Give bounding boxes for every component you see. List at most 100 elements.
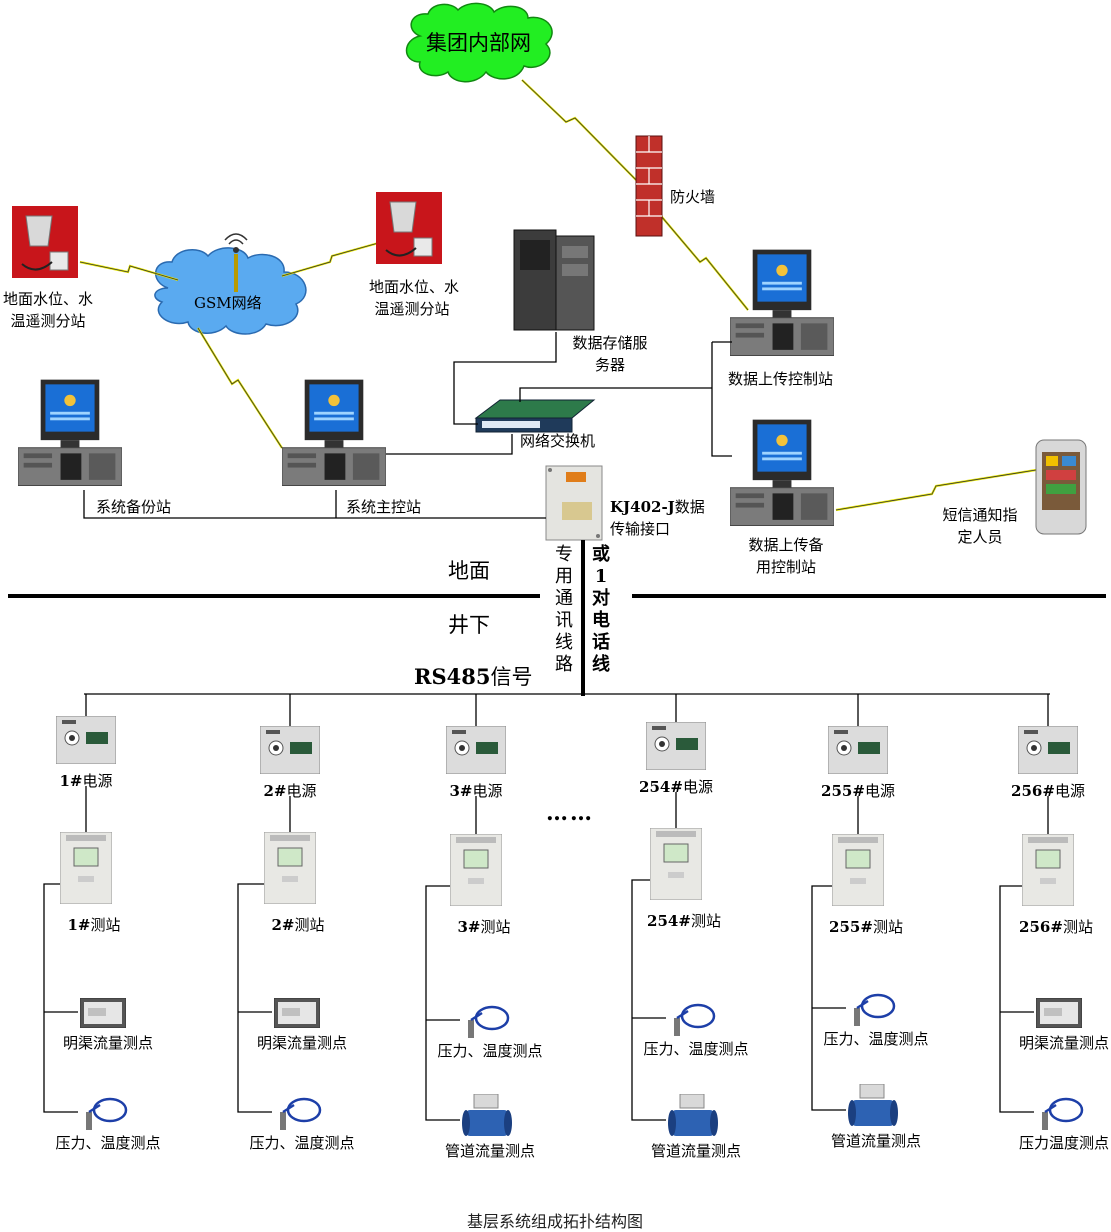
sensor-bus-256 [999, 885, 1034, 1113]
station-label-1: 1#测站 [67, 914, 120, 936]
power-supply-255-icon [828, 726, 888, 774]
storage-server-label-2: 务器 [594, 356, 626, 374]
sensor-label-255-1-text: 压力、温度测点 [823, 1030, 929, 1048]
power-label-256-num: 256# [1011, 782, 1055, 800]
backup-upload-station-icon [730, 419, 834, 527]
sensor-label-1-1: 明渠流量测点 [63, 1032, 153, 1054]
station-label-3-num: 3# [457, 918, 481, 936]
station-label-254-text: 测站 [690, 912, 721, 930]
remote-station-right-icon [376, 192, 442, 264]
network-switch-label: 网络交换机 [520, 432, 596, 450]
power-supply-2-icon [260, 726, 320, 774]
power-supply-256-icon [1018, 726, 1078, 774]
sensor-label-3-1-text: 压力、温度测点 [437, 1042, 543, 1060]
sensor-label-1-2: 压力、温度测点 [55, 1132, 160, 1154]
pipe-sensor-3-2-icon [462, 1094, 512, 1137]
power-label-3-text: 电源 [472, 782, 503, 800]
upload-station-icon [730, 249, 834, 357]
power-label-2-text: 电源 [286, 782, 317, 800]
sensor-label-256-1: 明渠流量测点 [1019, 1032, 1109, 1054]
sensor-bus-255 [811, 885, 846, 1111]
probe-sensor-1-2-icon [84, 1097, 128, 1132]
power-label-3: 3#电源 [449, 780, 502, 802]
power-label-256: 256#电源 [1011, 780, 1085, 802]
data-interface-box-icon [545, 465, 603, 541]
sensor-bus-3 [425, 885, 460, 1121]
interface-code: KJ402-J [610, 498, 675, 516]
remote-station-left-label-2: 温遥测分站 [10, 312, 86, 330]
link-cloud-firewall [521, 79, 643, 187]
underground-label: 井下 [448, 613, 490, 637]
rs485-bold: RS485 [414, 664, 491, 689]
network-switch-icon [474, 399, 596, 433]
station-label-255: 255#测站 [829, 916, 903, 938]
power-label-3-num: 3# [449, 782, 473, 800]
station-label-1-text: 测站 [90, 916, 121, 934]
station-label-256-num: 256# [1019, 918, 1063, 936]
probe-sensor-255-1-icon [852, 993, 896, 1028]
power-label-1-num: 1# [59, 772, 83, 790]
gsm-antenna-icon [224, 233, 248, 292]
power-label-256-text: 电源 [1054, 782, 1085, 800]
firewall-icon [635, 135, 663, 237]
power-label-254: 254#电源 [639, 776, 713, 798]
station-label-2: 2#测站 [271, 914, 324, 936]
sensor-label-3-1: 压力、温度测点 [437, 1040, 542, 1062]
main-station-label: 系统主控站 [346, 498, 422, 516]
sms-notify-label-1: 短信通知指 [942, 506, 1018, 524]
sensor-label-255-2: 管道流量测点 [831, 1130, 921, 1152]
measuring-station-255-icon [832, 834, 884, 906]
backup-station-label: 系统备份站 [96, 498, 172, 516]
group-network-cloud [405, 2, 553, 83]
sensor-label-2-2: 压力、温度测点 [249, 1132, 354, 1154]
group-network-label: 集团内部网 [426, 31, 531, 55]
channel-sensor-256-1-icon [1036, 998, 1082, 1028]
measuring-station-1-icon [60, 832, 112, 904]
power-label-254-text: 电源 [682, 778, 713, 796]
mobile-phone-icon [1035, 439, 1087, 535]
sensor-label-255-2-text: 管道流量测点 [830, 1132, 922, 1150]
dedicated-line-label: 专用通讯线路 [555, 544, 573, 675]
sensor-label-256-2-text: 压力温度测点 [1018, 1134, 1110, 1152]
station-label-254-num: 254# [647, 912, 691, 930]
remote-station-right-label-2: 温遥测分站 [374, 300, 450, 318]
station-label-2-text: 测站 [294, 916, 325, 934]
station-label-1-num: 1# [67, 916, 91, 934]
ground-label: 地面 [448, 559, 490, 583]
sensor-label-1-1-text: 明渠流量测点 [62, 1034, 154, 1052]
station-label-3-text: 测站 [480, 918, 511, 936]
link-firewall-upload [655, 209, 749, 311]
station-label-254: 254#测站 [647, 910, 721, 932]
channel-sensor-2-1-icon [274, 998, 320, 1028]
sensor-label-1-2-text: 压力、温度测点 [55, 1134, 161, 1152]
power-label-255-num: 255# [821, 782, 865, 800]
pipe-sensor-254-2-icon [668, 1094, 718, 1137]
main-station-icon [282, 379, 386, 487]
gsm-cloud [154, 247, 307, 335]
sensor-bus-2 [237, 883, 272, 1113]
sensor-label-256-2: 压力温度测点 [1019, 1132, 1109, 1154]
station-label-3: 3#测站 [457, 916, 510, 938]
sensor-label-256-1-text: 明渠流量测点 [1018, 1034, 1110, 1052]
power-supply-3-icon [446, 726, 506, 774]
link-gsm-main [197, 327, 283, 449]
gsm-network-label: GSM网络 [194, 294, 262, 312]
interface-suffix: 数据 [674, 498, 705, 516]
data-interface-label-1: KJ402-J数据 [610, 496, 705, 518]
power-label-1-text: 电源 [82, 772, 113, 790]
power-supply-254-icon [646, 722, 706, 770]
sensor-label-3-2-text: 管道流量测点 [444, 1142, 536, 1160]
remote-station-right-label-1: 地面水位、水 [368, 278, 460, 296]
backup-station-icon [18, 379, 122, 487]
probe-sensor-2-2-icon [278, 1097, 322, 1132]
channel-sensor-1-1-icon [80, 998, 126, 1028]
backup-upload-station-label-1: 数据上传备 [748, 536, 824, 554]
rs485-label: RS485信号 [414, 664, 533, 689]
backup-upload-station-label-2: 用控制站 [755, 558, 817, 576]
sensor-label-2-1: 明渠流量测点 [257, 1032, 347, 1054]
power-label-254-num: 254# [639, 778, 683, 796]
rs485-rest: 信号 [490, 665, 533, 689]
diagram-caption: 基层系统组成拓扑结构图 [466, 1212, 644, 1231]
sensor-label-254-2-text: 管道流量测点 [650, 1142, 742, 1160]
power-supply-1-icon [56, 716, 116, 764]
